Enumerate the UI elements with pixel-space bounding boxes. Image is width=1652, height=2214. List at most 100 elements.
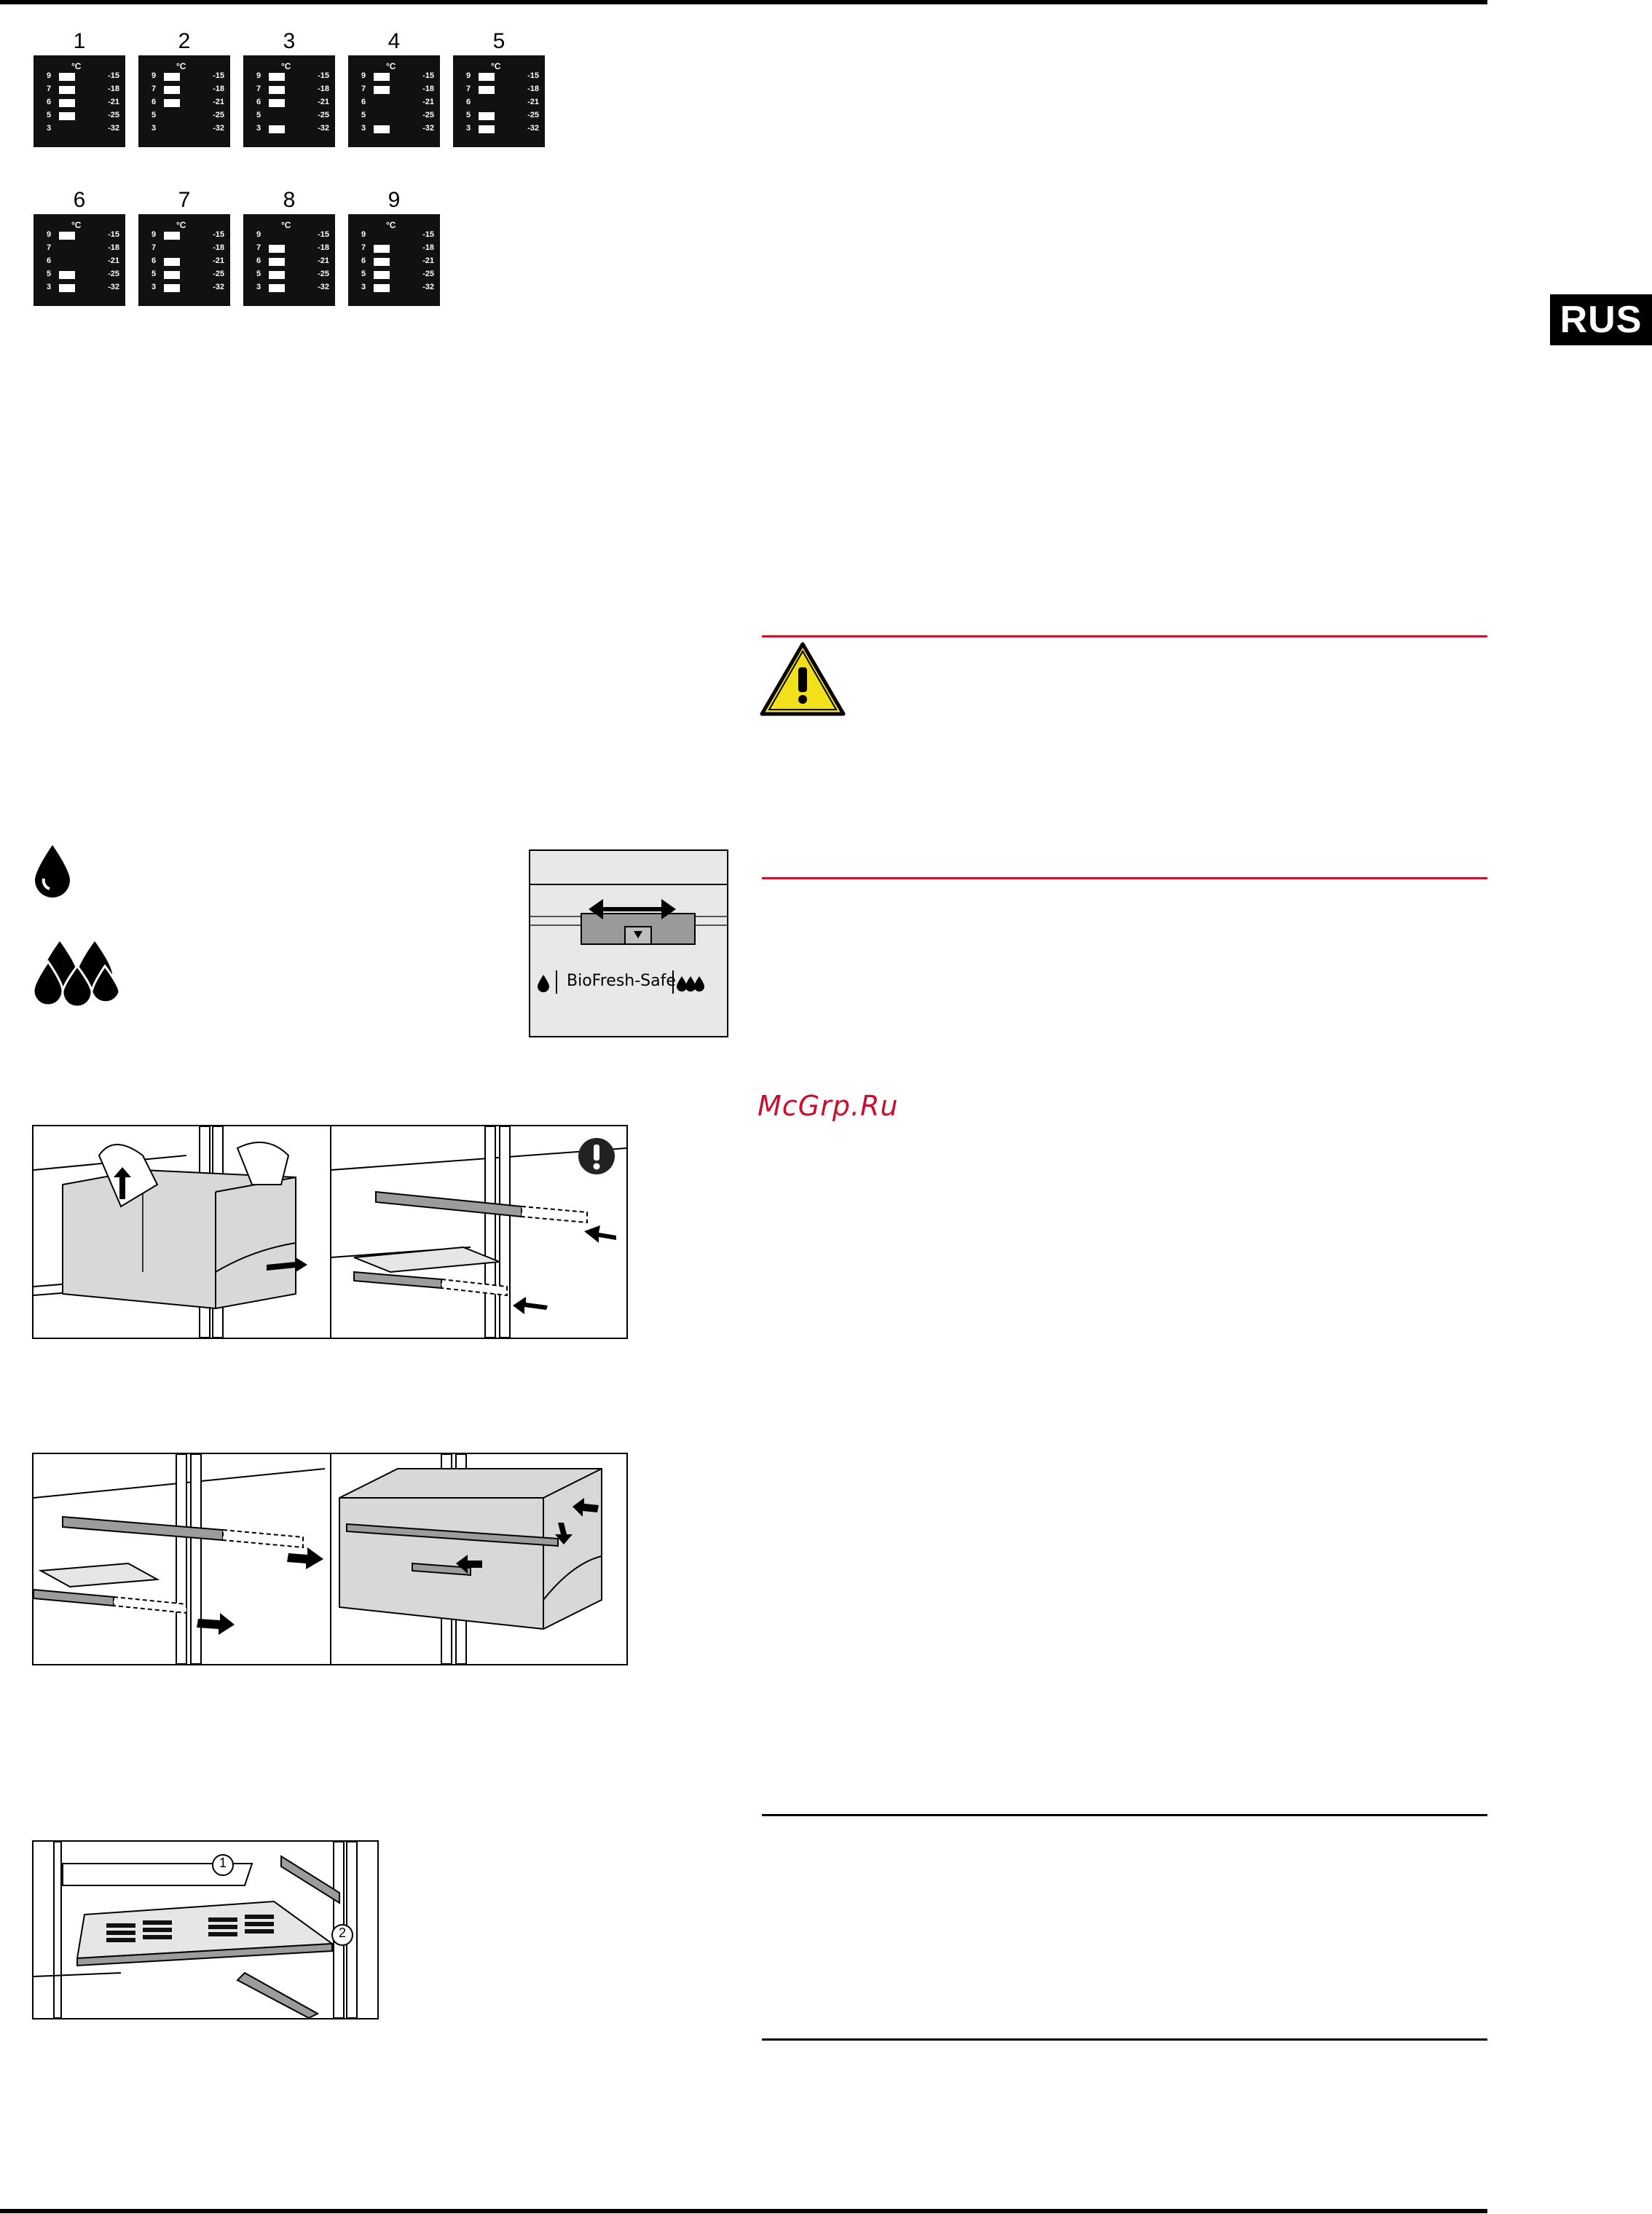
level-label: 7 [466,85,471,93]
level-label: 9 [47,71,52,80]
display-row: 6-21 [34,98,125,108]
lit-segment [164,99,180,107]
display-row: 5-25 [34,270,125,280]
level-label: 7 [152,85,157,93]
display-row: 5-25 [243,111,335,121]
temperature-label: -32 [108,124,119,133]
temperature-label: -18 [108,85,119,93]
lit-segment [59,112,75,120]
lit-segment [374,284,390,292]
warning-bottom-rule [762,877,1487,879]
temperature-label: -21 [318,256,329,265]
temperature-label: -32 [318,124,329,133]
temperature-label: -21 [213,256,224,265]
temperature-label: -15 [213,71,224,80]
display-row: 3-32 [243,283,335,293]
temperature-label: -15 [527,71,539,80]
temperature-label: -25 [527,111,539,119]
display-row: 6-21 [348,256,440,267]
level-label: 9 [152,71,157,80]
display-row: 5 -25 [348,270,440,280]
shelf-figure: 1 2 [32,1840,379,2019]
display-panel: °C 9 -15 7 -18 6 -21 5-25 3-32 [138,214,230,306]
temperature-label: -18 [213,243,224,252]
temperature-label: -25 [422,270,434,278]
lit-segment [374,125,390,133]
display-row: 9-15 [348,230,440,240]
temperature-label: -32 [108,283,119,291]
level-label: 6 [152,98,157,106]
level-label: 6 [152,256,157,265]
display-row: 3-32 [138,124,230,134]
unit-label: °C [491,61,501,71]
level-label: 7 [47,85,52,93]
display-row: 7-18 [243,85,335,95]
unit-label: °C [386,220,396,230]
level-label: 3 [47,283,52,291]
display-row: 5 -25 [348,111,440,121]
lit-segment [269,245,285,253]
level-label: 3 [361,283,366,291]
temperature-label: -32 [213,283,224,291]
lit-segment [269,125,285,133]
display-row: 3-32 [138,283,230,293]
display-row: 9-15 [243,71,335,82]
level-label: 7 [152,243,157,252]
level-label: 3 [152,124,157,133]
temperature-label: -25 [318,111,329,119]
level-label: 7 [256,85,261,93]
warning-triangle-icon [760,642,846,716]
display-row: 7-18 [348,243,440,254]
lit-segment [269,73,285,81]
lit-segment [479,86,495,94]
temperature-label: -21 [422,256,434,265]
unit-label: °C [386,61,396,71]
temperature-label: -18 [213,85,224,93]
display-row: 6 -21 [453,98,545,108]
level-label: 6 [256,256,261,265]
level-label: 3 [466,124,471,133]
temperature-label: -25 [108,270,119,278]
temperature-label: -21 [213,98,224,106]
display-row: 9-15 [34,230,125,240]
temperature-label: -15 [422,71,434,80]
lit-segment [59,232,75,240]
level-label: 6 [466,98,471,106]
lit-segment [374,73,390,81]
level-label: 5 [361,111,366,119]
level-label: 3 [256,124,261,133]
temperature-label: -25 [422,111,434,119]
display-panel-number: 1 [73,29,86,53]
biofresh-label: BioFresh-Safe [567,972,676,990]
level-label: 5 [361,270,366,278]
level-label: 7 [361,85,366,93]
unit-label: °C [281,61,291,71]
temperature-label: -15 [108,230,119,239]
display-row: 6-21 [243,98,335,108]
level-label: 6 [47,256,52,265]
display-panel-number: 3 [283,29,296,53]
unit-label: °C [176,220,186,230]
temperature-label: -18 [422,243,434,252]
display-row: 5-25 [138,270,230,280]
temperature-label: -21 [527,98,539,106]
level-label: 9 [152,230,157,239]
unit-label: °C [71,220,82,230]
display-row: 6 -21 [243,256,335,267]
temperature-label: -32 [422,124,434,133]
temperature-label: -15 [213,230,224,239]
level-label: 6 [361,98,366,106]
lit-segment [374,86,390,94]
lit-segment [164,284,180,292]
lit-segment [374,245,390,253]
display-row: 5-25 [34,111,125,121]
temperature-label: -15 [422,230,434,239]
display-row: 7-18 [348,85,440,95]
display-row: 9-15 [453,71,545,82]
lit-segment [164,258,180,266]
